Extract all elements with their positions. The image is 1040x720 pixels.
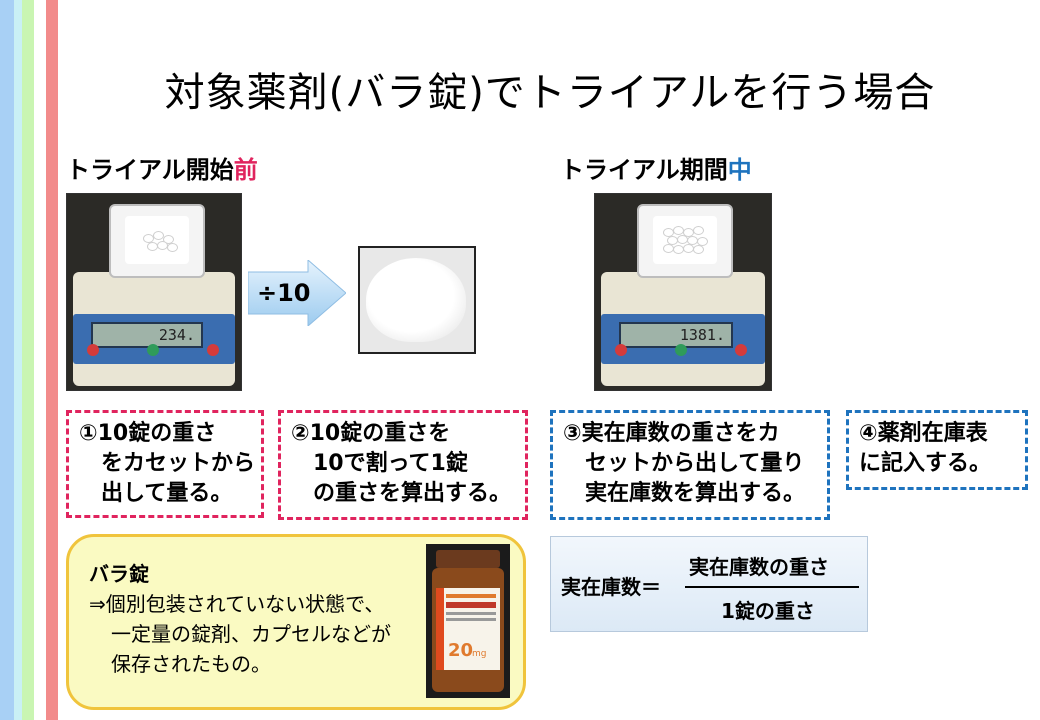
step-3-line: 実在庫数を算出する。	[585, 481, 806, 506]
step-2-line: の重さを算出する。	[313, 481, 512, 506]
step-3-box: ③実在庫数の重さをカ セットから出して量り 実在庫数を算出する。	[550, 410, 830, 520]
step-4-box: ④薬剤在庫表 に記入する。	[846, 410, 1028, 490]
tablet-pill	[693, 245, 704, 254]
weighing-tray	[637, 204, 733, 278]
scale-photo-during: 1381.	[594, 193, 772, 391]
heading-during-prefix: トライアル期間	[560, 156, 728, 184]
section-heading-during: トライアル期間中	[560, 150, 752, 185]
formula-numerator: 実在庫数の重さ	[689, 555, 829, 579]
step-3-line: ③実在庫数の重さをカ	[563, 421, 780, 446]
tablet-icon	[366, 258, 466, 342]
scale-tare-button	[675, 344, 687, 356]
definition-line: 一定量の錠剤、カプセルなどが	[111, 622, 391, 646]
step-2-box: ②10錠の重さを 10で割って1錠 の重さを算出する。	[278, 410, 528, 520]
tablet-pill	[693, 226, 704, 235]
scale-print-button	[207, 344, 219, 356]
step-2-line: ②10錠の重さを	[291, 421, 451, 446]
step-1-line: をカセットから	[101, 451, 256, 476]
formula-lhs: 実在庫数＝	[561, 575, 661, 599]
scale-display-before: 234.	[91, 322, 203, 348]
scale-print-button	[735, 344, 747, 356]
weighing-tray	[109, 204, 205, 278]
scale-panel: 1381.	[601, 314, 765, 364]
scale-panel: 234.	[73, 314, 235, 364]
step-2-line: 10で割って1錠	[313, 451, 468, 476]
scale-power-button	[87, 344, 99, 356]
step-4-line: に記入する。	[859, 451, 992, 476]
decor-stripe-white	[34, 0, 46, 720]
medicine-bottle-icon: 20 mg	[426, 544, 510, 698]
slide-title: 対象薬剤(バラ錠)でトライアルを行う場合	[164, 70, 936, 116]
step-1-box: ①10錠の重さ をカセットから 出して量る。	[66, 410, 264, 518]
heading-before-accent: 前	[233, 156, 258, 184]
tablet-pill	[167, 243, 178, 252]
definition-text: バラ錠 ⇒個別包装されていない状態で、 一定量の錠剤、カプセルなどが 保存された…	[89, 559, 391, 679]
decor-stripe-cyan	[14, 0, 22, 720]
heading-during-accent: 中	[727, 156, 752, 184]
decor-stripe-red	[46, 0, 58, 720]
divide-arrow-icon	[248, 260, 346, 326]
decor-stripe-green	[22, 0, 34, 720]
definition-line: ⇒個別包装されていない状態で、	[89, 592, 385, 616]
scale-photo-before: 234.	[66, 193, 242, 391]
section-heading-before: トライアル開始前	[66, 150, 258, 185]
divide-label: ÷10	[257, 279, 311, 307]
tray-inner	[653, 216, 717, 264]
step-4-line: ④薬剤在庫表	[859, 421, 988, 446]
heading-before-prefix: トライアル開始	[66, 156, 234, 184]
scale-display-during: 1381.	[619, 322, 733, 348]
decor-stripe-blue	[0, 0, 14, 720]
fraction-bar	[685, 586, 859, 588]
step-1-line: 出して量る。	[101, 481, 233, 506]
step-3-line: セットから出して量り	[585, 451, 805, 476]
definition-heading: バラ錠	[89, 562, 149, 586]
bottle-dose: 20	[448, 640, 473, 661]
definition-line: 保存されたもの。	[111, 652, 271, 676]
bottle-unit: mg	[472, 649, 486, 659]
tray-inner	[125, 216, 189, 264]
formula-box: 実在庫数＝ 実在庫数の重さ 1錠の重さ	[550, 536, 868, 632]
formula-denominator: 1錠の重さ	[721, 599, 815, 623]
scale-tare-button	[147, 344, 159, 356]
tablet-closeup-photo	[358, 246, 476, 354]
scale-power-button	[615, 344, 627, 356]
step-1-line: ①10錠の重さ	[79, 421, 217, 446]
